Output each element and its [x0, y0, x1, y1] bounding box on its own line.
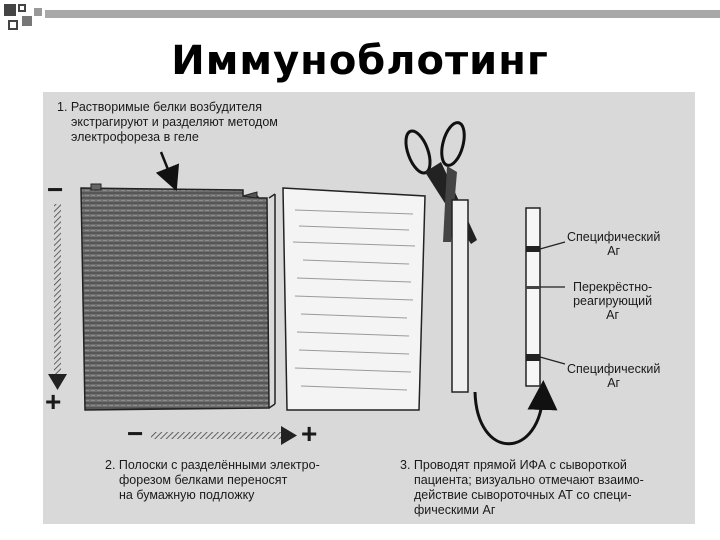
plus-sign-vertical: +	[45, 386, 62, 417]
diagram-svg	[48, 121, 566, 446]
paper-membrane	[282, 187, 426, 411]
step1-text: 1. Растворимые белки возбудителя экстраг…	[57, 100, 278, 144]
label-cross-reacting-antigen: Перекрёстно- реагирующий Аг	[573, 280, 653, 322]
slide-corner-decoration	[0, 0, 60, 40]
minus-sign-horizontal: −	[127, 418, 144, 449]
slide-top-bar	[45, 10, 720, 18]
plus-sign-horizontal: +	[301, 418, 318, 449]
gel-slab	[80, 183, 276, 411]
minus-sign-vertical: −	[47, 174, 64, 205]
gel-pointer-arrow	[155, 151, 180, 192]
step3-text: 3. Проводят прямой ИФА с сывороткой паци…	[400, 458, 644, 517]
horizontal-transfer-arrow	[151, 426, 297, 445]
label-leader-lines	[539, 241, 566, 365]
band-specific-bottom	[526, 354, 540, 361]
label-specific-antigen-top: Специфический Аг	[567, 230, 661, 258]
cut-strip	[451, 199, 469, 393]
result-strip	[525, 207, 541, 387]
immunoblot-figure: − + − + 1. Растворимые белки возбудителя…	[43, 92, 695, 524]
curved-process-arrow	[473, 380, 558, 446]
step2-text: 2. Полоски с разделёнными электро- форез…	[105, 458, 320, 502]
vertical-electrophoresis-arrow	[48, 204, 67, 390]
band-specific-top	[526, 246, 540, 252]
slide-title: Иммуноблотинг	[171, 38, 549, 84]
label-specific-antigen-bottom: Специфический Аг	[567, 362, 661, 390]
band-cross-reacting	[526, 286, 540, 289]
